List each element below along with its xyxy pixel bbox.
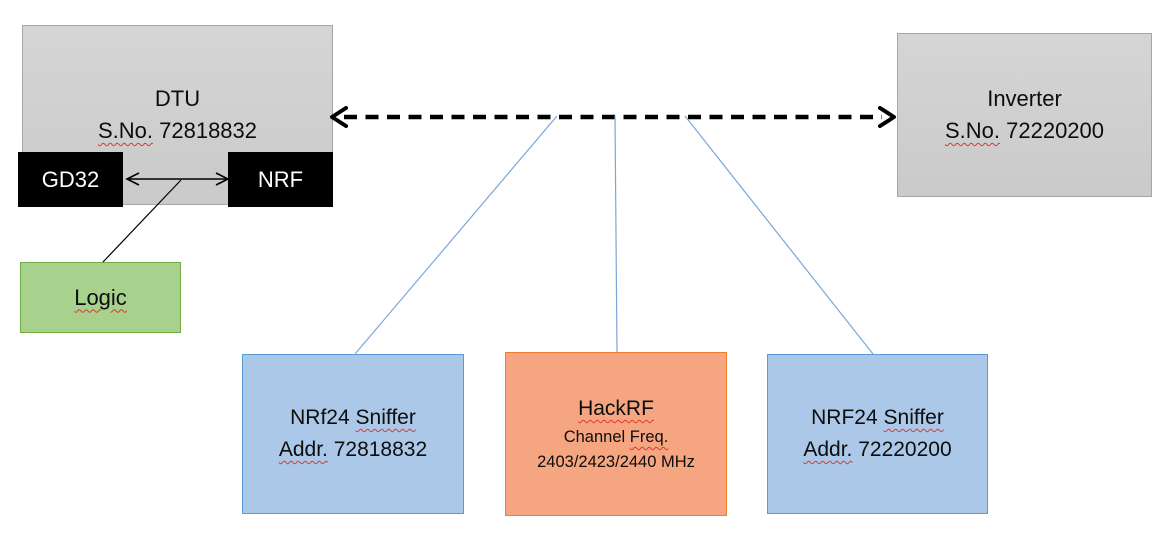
dtu-inverter-dashed-arrow bbox=[330, 106, 896, 128]
sniffer-dtu-title-prefix: NRf24 bbox=[290, 406, 350, 429]
sniffer-dtu-addr-label: Addr. bbox=[278, 438, 328, 461]
hackrf-channel-prefix: Channel bbox=[563, 428, 626, 446]
hackrf-box: HackRF Channel Freq. 2403/2423/2440 MHz bbox=[505, 352, 727, 516]
dtu-serial-number: 72818832 bbox=[159, 118, 258, 143]
sniffer-dtu-title: NRf24 Sniffer bbox=[290, 402, 416, 434]
sniffer-dtu-addr-number: 72818832 bbox=[333, 438, 428, 461]
sniffer-inverter-title-prefix: NRF24 bbox=[811, 406, 878, 429]
sniffer-dtu-connector-line bbox=[354, 115, 558, 355]
dtu-serial: S.No. 72818832 bbox=[98, 115, 257, 147]
inverter-serial-number: 72220200 bbox=[1006, 118, 1105, 143]
nrf-chip: NRF bbox=[228, 152, 333, 207]
hackrf-channel-word: Freq. bbox=[629, 428, 669, 446]
sniffer-dtu-address: Addr. 72818832 bbox=[279, 434, 427, 466]
sniffer-inverter-title-word: Sniffer bbox=[883, 406, 944, 429]
sniffer-inverter-connector-line bbox=[684, 115, 874, 355]
logic-box: Logic bbox=[20, 262, 181, 333]
logic-label: Logic bbox=[74, 284, 127, 310]
hackrf-title: HackRF bbox=[578, 397, 654, 420]
dtu-title: DTU bbox=[154, 86, 201, 111]
sniffer-inverter-address: Addr. 72220200 bbox=[803, 434, 951, 466]
gd32-label: GD32 bbox=[41, 166, 100, 192]
dtu-serial-label: S.No. bbox=[97, 118, 153, 143]
sniffer-dtu-box: NRf24 Sniffer Addr. 72818832 bbox=[242, 354, 464, 514]
hackrf-frequencies: 2403/2423/2440 MHz bbox=[537, 453, 695, 471]
gd32-chip: GD32 bbox=[18, 152, 123, 207]
inverter-serial-label: S.No. bbox=[944, 118, 1000, 143]
sniffer-inverter-addr-label: Addr. bbox=[803, 438, 853, 461]
inverter-serial: S.No. 72220200 bbox=[945, 115, 1104, 147]
nrf-label: NRF bbox=[257, 166, 304, 192]
inverter-box: Inverter S.No. 72220200 bbox=[897, 33, 1152, 197]
sniffer-inverter-title: NRF24 Sniffer bbox=[811, 402, 944, 434]
sniffer-inverter-addr-number: 72220200 bbox=[858, 438, 952, 461]
sniffer-inverter-box: NRF24 Sniffer Addr. 72220200 bbox=[767, 354, 988, 514]
sniffer-dtu-title-word: Sniffer bbox=[355, 406, 416, 429]
hackrf-channel-line: Channel Freq. bbox=[564, 425, 669, 450]
hackrf-connector-line bbox=[614, 115, 618, 353]
inverter-title: Inverter bbox=[987, 86, 1062, 111]
